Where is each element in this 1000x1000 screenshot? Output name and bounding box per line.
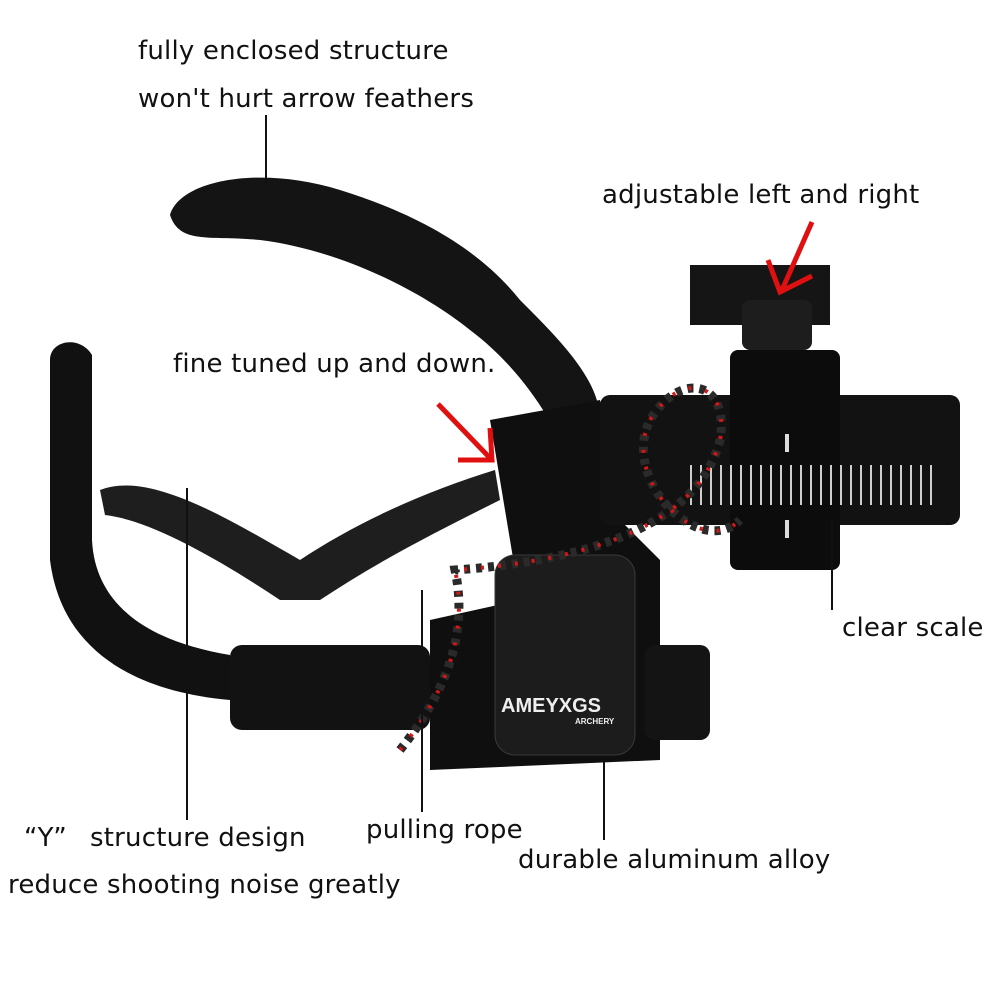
scale-tick (740, 465, 742, 505)
label-fine-tuned: fine tuned up and down. (173, 349, 496, 379)
red-arrow-icon (436, 402, 495, 463)
label-enclosed-1: fully enclosed structure (138, 36, 449, 66)
scale-tick (730, 465, 732, 505)
containment-loop (50, 342, 230, 700)
label-alloy: durable aluminum alloy (518, 845, 831, 875)
felt-pad (100, 470, 500, 600)
logo-brand: AMEYXGS (501, 695, 601, 717)
scale-tick (750, 465, 752, 505)
base-bolt (230, 645, 430, 730)
scale-tick (870, 465, 872, 505)
label-y-structure: structure design (90, 823, 306, 853)
scale-tick (890, 465, 892, 505)
red-arrow-icon (765, 220, 815, 296)
scale-tick (810, 465, 812, 505)
pulling-rope (396, 383, 744, 753)
scale-mark-top (785, 434, 789, 452)
scale-tick (840, 465, 842, 505)
label-clear-scale: clear scale (842, 613, 984, 643)
scale-tick (900, 465, 902, 505)
side-nut (645, 645, 710, 740)
adjust-screw (742, 300, 812, 350)
leader-lines (186, 115, 833, 840)
scale-tick (800, 465, 802, 505)
scale-tick (910, 465, 912, 505)
scale-tick (880, 465, 882, 505)
scale-tick (820, 465, 822, 505)
logo-sub: ARCHERY (575, 717, 615, 726)
scale-tick (760, 465, 762, 505)
scale-block (730, 350, 840, 570)
scale-mark-bottom (785, 520, 789, 538)
label-adjustable: adjustable left and right (602, 180, 920, 210)
scale-tick (930, 465, 932, 505)
scale-tick (720, 465, 722, 505)
scale-tick (790, 465, 792, 505)
label-noise: reduce shooting noise greatly (8, 870, 401, 900)
scale-tick (920, 465, 922, 505)
scale-tick (710, 465, 712, 505)
scale-tick (780, 465, 782, 505)
scale-tick (770, 465, 772, 505)
label-rope: pulling rope (366, 815, 523, 845)
label-enclosed-2: won't hurt arrow feathers (138, 84, 475, 114)
scale-tick (850, 465, 852, 505)
label-y-quote: “Y” (24, 823, 67, 853)
scale-tick (830, 465, 832, 505)
scale-ticks (690, 465, 932, 505)
launcher-arm (170, 177, 600, 440)
scale-tick (690, 465, 692, 505)
scale-tick (860, 465, 862, 505)
